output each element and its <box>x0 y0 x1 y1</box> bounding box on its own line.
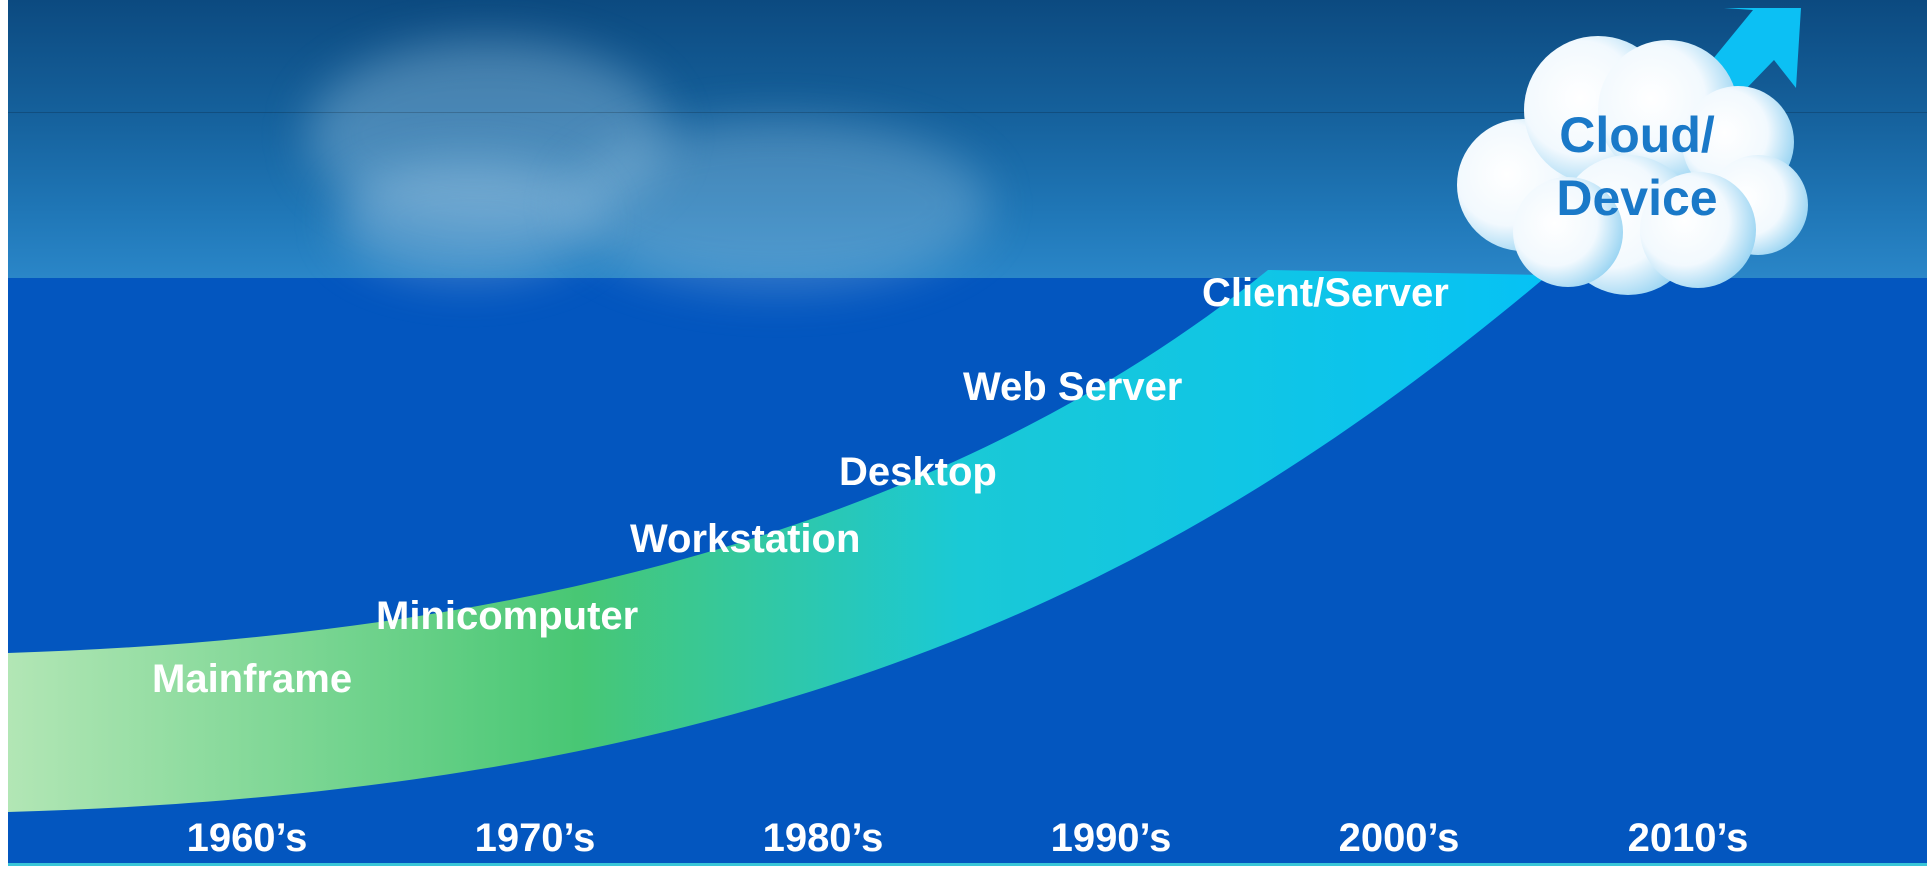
growth-band <box>8 270 1548 812</box>
platform-label-minicomputer: Minicomputer <box>376 594 639 638</box>
platform-label-desktop: Desktop <box>839 450 997 494</box>
decade-label-1970s: 1970’s <box>474 816 596 860</box>
cloud-label-line1: Cloud/ <box>1559 107 1715 163</box>
decade-label-2010s: 2010’s <box>1627 816 1749 860</box>
decade-label-1990s: 1990’s <box>1050 816 1172 860</box>
cloud-label-line2: Device <box>1556 170 1718 226</box>
platform-label-workstation: Workstation <box>630 517 861 561</box>
bottom-accent-line <box>8 863 1927 866</box>
platform-label-client-server: Client/Server <box>1202 271 1449 315</box>
decade-label-2000s: 2000’s <box>1338 816 1460 860</box>
slide: Cloud/ Device Mainframe Minicomputer Wor… <box>8 0 1927 866</box>
platform-label-mainframe: Mainframe <box>152 657 353 701</box>
growth-arrow-art <box>8 8 1808 812</box>
cloud-device-label: Cloud/ Device <box>1537 104 1737 230</box>
decade-label-1980s: 1980’s <box>762 816 884 860</box>
decade-label-1960s: 1960’s <box>186 816 308 860</box>
platform-label-web-server: Web Server <box>963 365 1183 409</box>
cloud-shape <box>1457 36 1808 295</box>
